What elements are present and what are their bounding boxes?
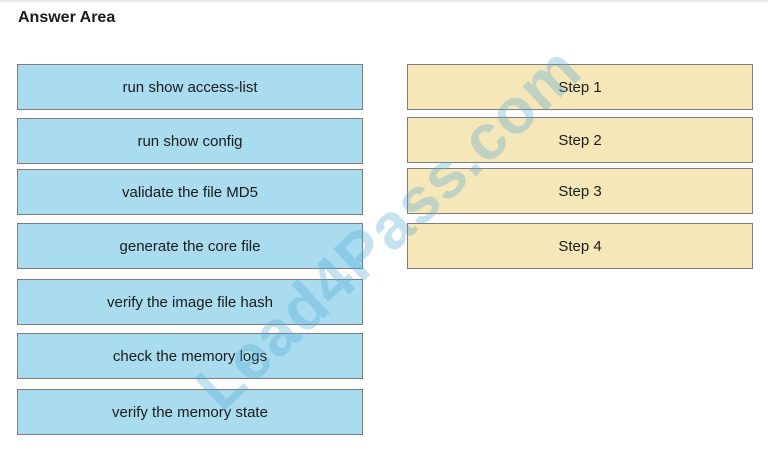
option-verify-memory-state[interactable]: verify the memory state [17, 389, 363, 435]
answer-area-title: Answer Area [18, 9, 116, 26]
step-4-slot[interactable]: Step 4 [407, 223, 753, 269]
option-verify-image-file-hash[interactable]: verify the image file hash [17, 279, 363, 325]
top-divider [0, 0, 768, 2]
option-run-show-config[interactable]: run show config [17, 118, 363, 164]
step-2-slot[interactable]: Step 2 [407, 117, 753, 163]
option-generate-core-file[interactable]: generate the core file [17, 223, 363, 269]
step-1-slot[interactable]: Step 1 [407, 64, 753, 110]
step-3-slot[interactable]: Step 3 [407, 168, 753, 214]
option-check-memory-logs[interactable]: check the memory logs [17, 333, 363, 379]
option-validate-file-md5[interactable]: validate the file MD5 [17, 169, 363, 215]
option-run-show-access-list[interactable]: run show access-list [17, 64, 363, 110]
